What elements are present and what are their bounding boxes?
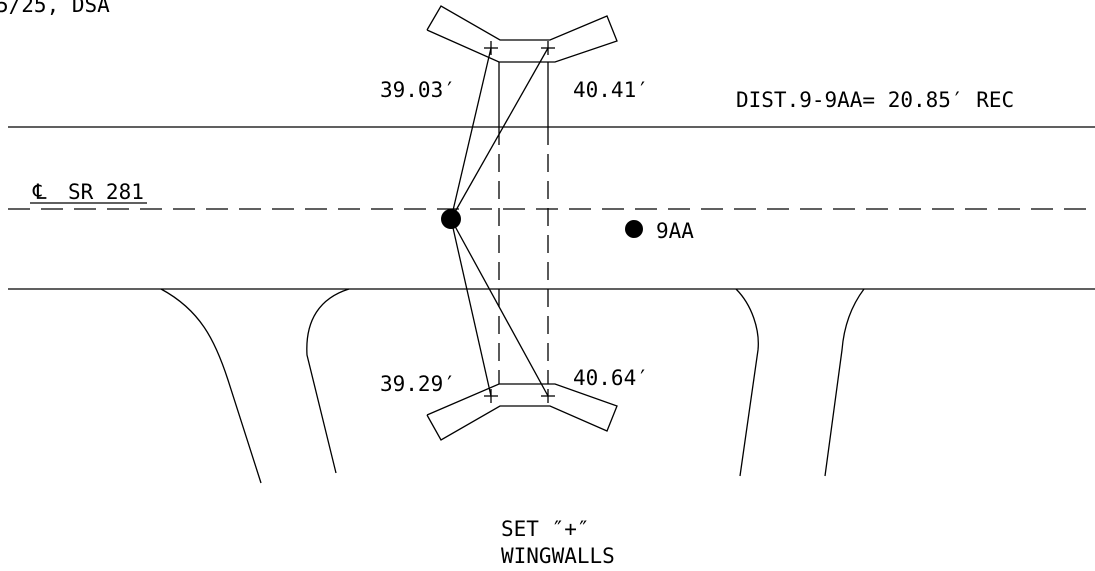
note-line-1: SET ″+″ bbox=[501, 517, 590, 541]
point-9aa-marker bbox=[625, 220, 643, 238]
tie-line-bottom-left bbox=[450, 218, 492, 397]
curb-line-left-inner bbox=[306, 288, 350, 474]
measurement-top-left: 39.03′ bbox=[380, 78, 456, 102]
curb-line-right-outer bbox=[824, 288, 865, 477]
distance-note: DIST.9-9AA= 20.85′ REC bbox=[736, 88, 1014, 112]
point-9-marker bbox=[441, 209, 461, 229]
curb-line-left-outer bbox=[160, 288, 262, 484]
measurement-bottom-right: 40.64′ bbox=[573, 366, 649, 390]
header-fragment: 5/25, DSA bbox=[0, 0, 110, 17]
centerline-symbol: ℄ bbox=[32, 180, 47, 204]
note-line-2: WINGWALLS bbox=[501, 544, 615, 568]
measurement-top-right: 40.41′ bbox=[573, 78, 649, 102]
point-9aa-label: 9AA bbox=[656, 219, 694, 243]
curb-line-right-inner bbox=[735, 288, 759, 477]
measurement-bottom-left: 39.29′ bbox=[380, 372, 456, 396]
tie-line-top-left bbox=[450, 47, 492, 220]
bottom-wingwall bbox=[426, 383, 618, 441]
tie-line-bottom-right bbox=[450, 218, 549, 397]
tie-line-top-right bbox=[450, 47, 549, 220]
top-wingwall bbox=[426, 5, 618, 63]
centerline-label: SR 281 bbox=[68, 180, 144, 204]
